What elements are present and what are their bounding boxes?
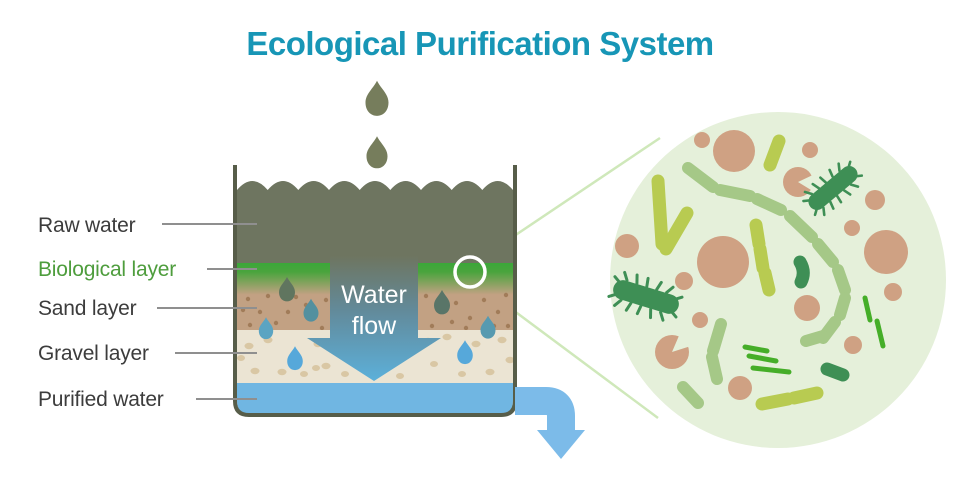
label-raw-water: Raw water [38,214,136,237]
water-flow-label-line2: flow [352,312,397,340]
water-drop-icon [365,80,389,116]
water-flow-arrow-icon [307,256,441,381]
protozoa-icon [615,130,908,400]
magnified-view-background [610,112,946,448]
bacteria-bean-icon [793,255,850,382]
water-flow-label-line1: Water [341,281,407,309]
raw-water-layer [237,181,513,264]
label-purified-water: Purified water [38,388,164,411]
layer-labels: Raw water Biological layer Sand layer Gr… [38,214,257,411]
bacteria-thin-rod-icon [742,295,886,375]
falling-water-drops [365,80,389,169]
label-biological-layer: Biological layer [38,258,176,281]
magnifier-ring-icon [453,255,487,289]
tank-layers [237,181,513,415]
tank-outline [233,165,517,417]
page-title: Ecological Purification System [246,25,713,62]
label-sand-layer: Sand layer [38,297,137,320]
microbe-circle [607,112,946,448]
outlet-pipe-arrow-icon [515,387,585,459]
bacteria-rod-icon [651,134,824,411]
label-gravel-layer: Gravel layer [38,342,149,365]
sand-dots [240,292,511,331]
purified-water-layer [237,383,513,415]
bacteria-chain-icon [677,162,851,409]
water-drop-icon [366,136,388,169]
biological-sand-layer-right [418,263,513,332]
